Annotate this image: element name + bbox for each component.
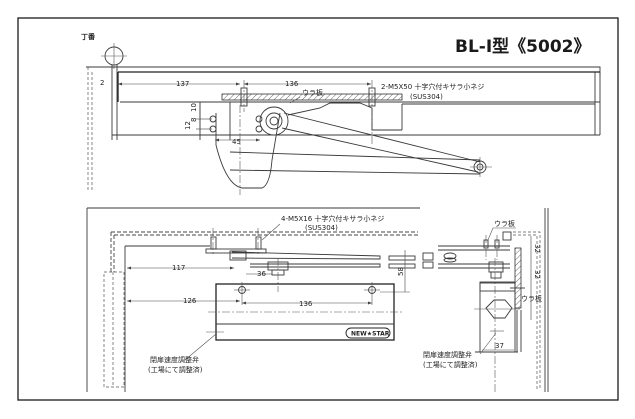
top-backplate-label: ウラ板 (302, 88, 323, 97)
backplate-top (221, 93, 403, 101)
dim-137: 137 (176, 80, 189, 88)
hinge-label: 丁番 (81, 32, 96, 41)
top-screw-note: 2-M5X50 十字穴付キサラ小ネジ (381, 82, 484, 91)
side-valve-note: (工場にて調整済) (423, 360, 478, 369)
front-valve-note: (工場にて調整済) (148, 365, 203, 374)
arm-pivot-icon (470, 157, 492, 177)
dim-45: 45 (232, 138, 241, 146)
dim-136-top: 136 (285, 80, 299, 88)
front-screw-note: 4-M5X16 十字穴付キサラ小ネジ (281, 214, 384, 223)
dim-gap: 2 (100, 79, 104, 87)
dim-58: 58 (397, 267, 405, 276)
top-screw-material: (SUS304) (410, 93, 443, 101)
side-backplate-label-side: ウラ板 (521, 294, 542, 303)
pivot-icon (259, 106, 289, 136)
screw-icon (502, 231, 512, 241)
front-view: 4-M5X16 十字穴付キサラ小ネジ (SUS304) 117 36 58 (86, 207, 434, 392)
dim-136-front: 136 (299, 300, 313, 308)
dim-8: 8 (190, 118, 198, 122)
brand-badge (345, 327, 391, 339)
drawing-border (17, 17, 619, 401)
front-screw-material: (SUS304) (305, 224, 338, 232)
dim-32b: 32 (533, 270, 541, 279)
arm-nut-icon (443, 252, 504, 279)
hinge-icon (101, 43, 127, 69)
dim-36: 36 (257, 270, 266, 278)
bolt-icon (209, 115, 263, 133)
top-view: 丁番 2 137 136 2-M5X50 十字穴付キサラ小 (81, 32, 601, 195)
dim-117: 117 (172, 264, 185, 272)
dim-37: 37 (495, 342, 504, 350)
dim-32a: 32 (533, 244, 541, 253)
model-title: BL-Ⅰ型《5002》 (455, 36, 591, 57)
side-valve-label: 閉扉速度調整弁 (423, 350, 472, 359)
screw-icon (255, 236, 262, 250)
hex-nut-icon (485, 299, 513, 319)
front-valve-label: 閉扉速度調整弁 (150, 355, 199, 364)
backplate-side (514, 247, 522, 309)
dim-10: 10 (190, 103, 198, 112)
screw-icon (210, 236, 217, 250)
side-view: 32 32 ウラ板 ウラ板 37 閉扉速度調整弁 (工場にて調整済) (423, 208, 549, 392)
side-backplate-label-top: ウラ板 (494, 219, 515, 228)
dim-126: 126 (183, 297, 197, 305)
mount-hole-icon (234, 282, 380, 305)
brand-badge-text: NEW★STAR (351, 331, 390, 338)
dim-12: 12 (184, 121, 192, 130)
